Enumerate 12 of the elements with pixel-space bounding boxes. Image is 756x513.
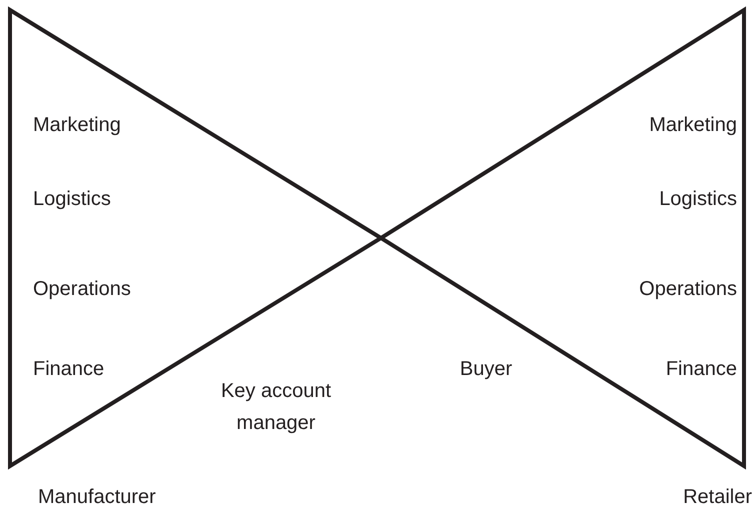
function-label: Logistics <box>33 187 111 211</box>
function-label: Marketing <box>33 113 121 137</box>
function-label: Finance <box>33 357 104 381</box>
role-label: Key account manager <box>220 379 332 436</box>
party-heading: Manufacturer <box>38 485 156 509</box>
function-label: Finance <box>666 357 737 381</box>
function-label: Marketing <box>649 113 737 137</box>
party-heading: Retailer <box>683 485 752 509</box>
function-label: Operations <box>33 277 131 301</box>
function-label: Logistics <box>659 187 737 211</box>
function-label: Operations <box>639 277 737 301</box>
role-label: Buyer <box>458 357 514 382</box>
